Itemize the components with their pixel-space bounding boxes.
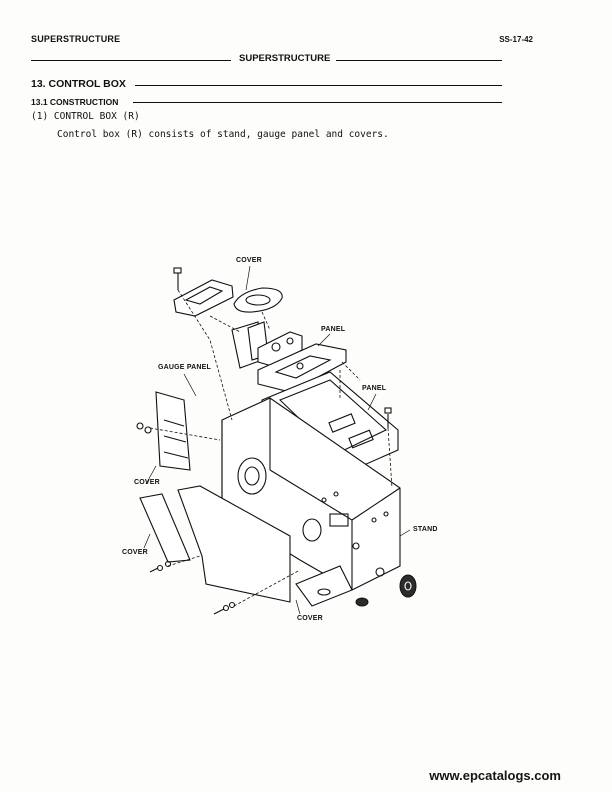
left-cover-parts <box>139 485 291 615</box>
watermark: www.epcatalogs.com <box>429 768 561 783</box>
leader-lines <box>143 265 411 615</box>
section-heading: 13. CONTROL BOX <box>31 78 126 90</box>
body-text: Control box (R) consists of stand, gauge… <box>57 129 389 140</box>
chapter-title: SUPERSTRUCTURE <box>239 53 331 64</box>
upper-panel-part <box>257 343 347 393</box>
label-cover-top: COVER <box>236 257 262 264</box>
item-heading: (1) CONTROL BOX (R) <box>31 111 140 122</box>
header-rule-left <box>31 60 231 61</box>
label-cover-bottom: COVER <box>297 615 323 622</box>
page-code: SS-17-42 <box>499 35 533 44</box>
label-stand: STAND <box>413 526 438 533</box>
bracket-parts <box>231 321 303 369</box>
header-rule-right <box>336 60 502 61</box>
label-gauge-panel: GAUGE PANEL <box>158 364 212 371</box>
gauge-panel-part <box>136 391 191 471</box>
subsection-heading: 13.1 CONSTRUCTION <box>31 97 119 107</box>
label-cover-left-lower: COVER <box>122 549 148 556</box>
label-panel-lower: PANEL <box>362 385 387 392</box>
section-heading-rule <box>135 85 502 86</box>
label-cover-left-upper: COVER <box>134 479 160 486</box>
assembly-lines <box>149 289 393 607</box>
stand-part <box>221 397 417 607</box>
running-header-title: SUPERSTRUCTURE <box>31 34 121 44</box>
label-panel-upper: PANEL <box>321 326 346 333</box>
subsection-heading-rule <box>133 102 502 103</box>
